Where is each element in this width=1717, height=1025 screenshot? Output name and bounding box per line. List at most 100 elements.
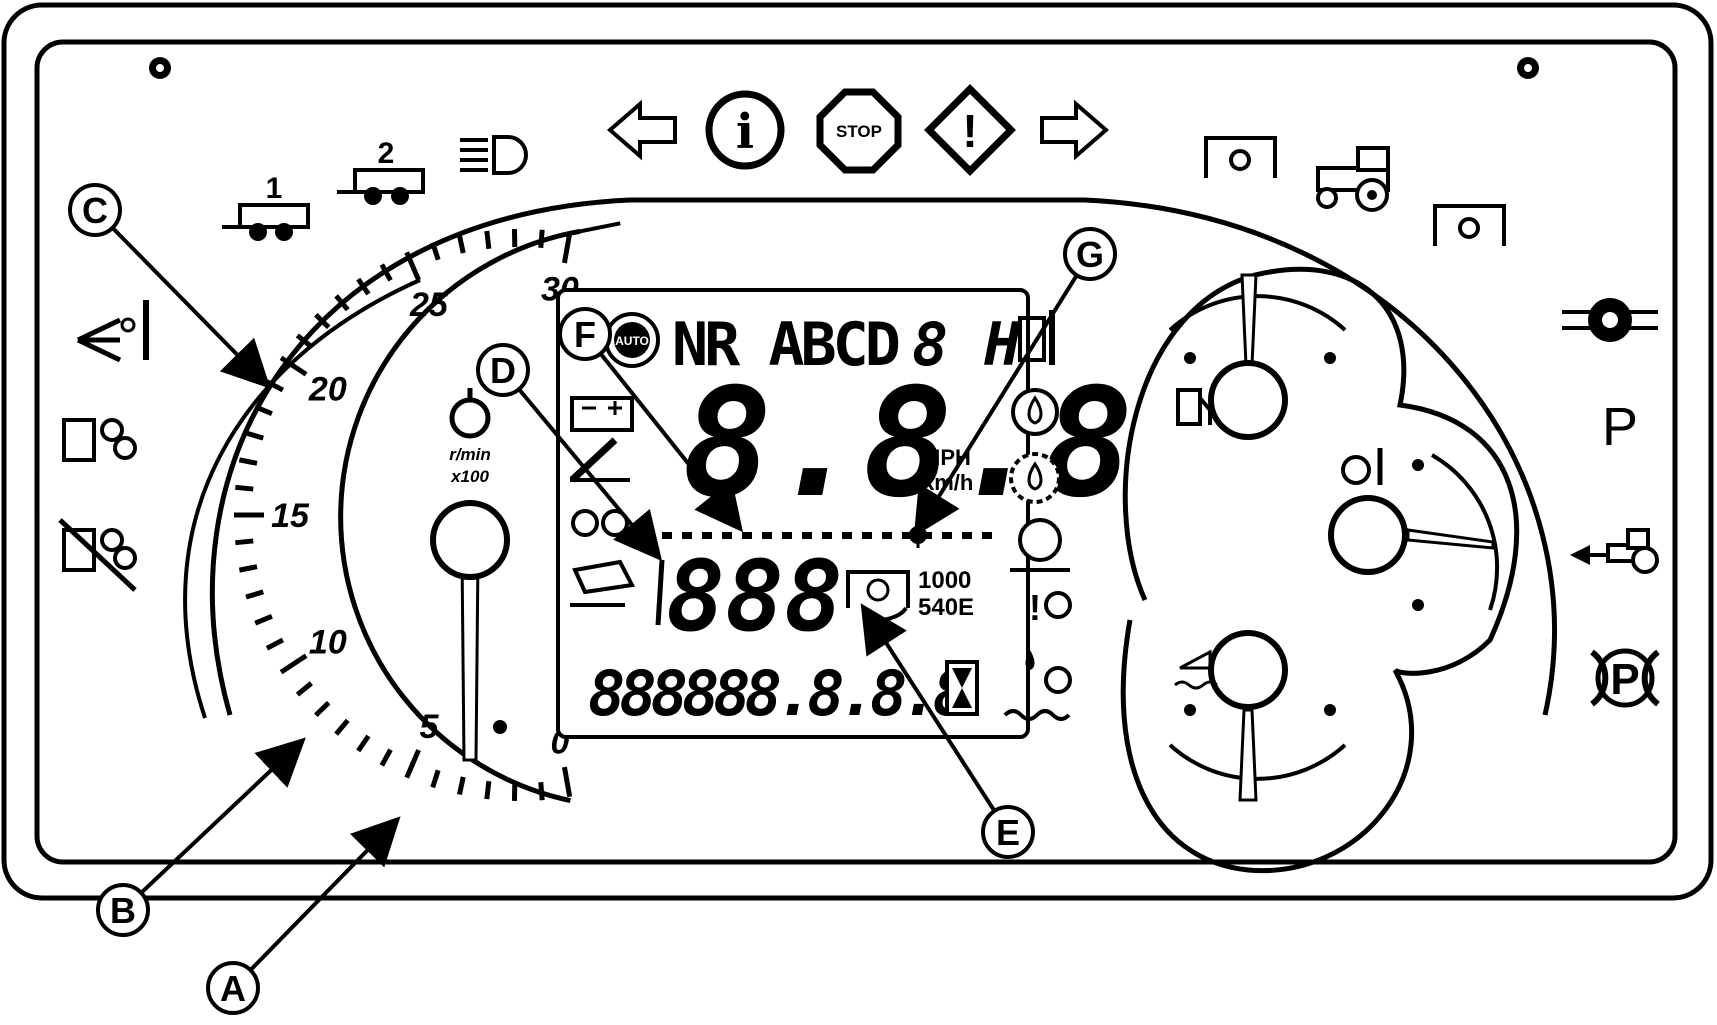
lcd-segment-dot: [782, 532, 792, 539]
fuel-icon: [1176, 388, 1212, 426]
lcd-segment-dot: [762, 532, 772, 539]
warning-label: !: [962, 105, 977, 157]
tach-tick: [379, 748, 393, 767]
callout-circle: [981, 805, 1035, 859]
tach-tick: [279, 653, 308, 675]
lcd-segment-dot: [802, 532, 812, 539]
tach-tick: [254, 614, 273, 626]
tach-tick: [334, 294, 350, 312]
callout-circle: [68, 183, 122, 237]
callout-circle: [1063, 227, 1117, 281]
tractor-implement-icon: [1570, 528, 1659, 574]
callout-label-f: F: [574, 314, 596, 355]
tach-tick: [538, 782, 545, 801]
tach-tick: [457, 776, 466, 796]
callout-label-g: G: [1076, 234, 1104, 275]
tach-scale-label: 25: [409, 286, 449, 324]
callout-circle: [476, 343, 530, 397]
tach-tick: [238, 564, 258, 573]
water-in-fuel-icon: [1003, 650, 1072, 721]
coolant-temp-gauge: [1328, 453, 1500, 611]
tach-pivot-dot: [493, 720, 507, 734]
tach-tick: [457, 234, 466, 254]
air-filter-icon: [1010, 518, 1070, 572]
warning-icon: !: [924, 84, 1016, 176]
tach-tick: [334, 718, 350, 736]
lcd-segment-dot: [822, 532, 832, 539]
coolant-temp-icon: [1341, 448, 1383, 485]
tach-tick: [538, 229, 545, 248]
callout-label-d: D: [490, 350, 516, 391]
tach-tick: [430, 241, 441, 261]
tach-tick: [314, 700, 331, 718]
right-turn-icon: [1040, 99, 1110, 161]
callout-leader: [913, 275, 1078, 537]
trailer-1-label: 1: [266, 172, 283, 205]
engine-speed-icon: [449, 388, 491, 439]
screw-left-icon: [149, 57, 171, 79]
tach-tick: [279, 355, 308, 377]
callout-leader: [249, 816, 401, 971]
lcd-range-digits: 8 H: [912, 310, 1021, 380]
lcd-gear-text: NR ABCD: [672, 310, 899, 380]
tach-tick: [404, 749, 421, 779]
tractor-icon: [1316, 146, 1390, 212]
tach-tick: [295, 681, 313, 697]
battery-icon: [570, 396, 634, 432]
callout-leader: [599, 353, 743, 533]
lcd-bottom-digits: 888888.8.8.8: [588, 657, 968, 730]
tach-unit-1: r/min: [449, 445, 491, 464]
lcd-segment-dot: [702, 532, 712, 539]
tach-scale-label: 10: [309, 623, 347, 661]
parking-icon: P: [1602, 397, 1638, 457]
tach-tick: [254, 404, 273, 416]
tach-tick: [245, 430, 264, 441]
park-brake-label: P: [1610, 655, 1639, 704]
tach-tick: [356, 734, 371, 753]
tach-tick: [295, 333, 313, 349]
lcd-segment-dot: [682, 532, 692, 539]
transmission-oil-icon: [1009, 452, 1061, 504]
callout-label-e: E: [996, 812, 1020, 853]
lcd-segment-dot: [902, 532, 912, 539]
hydraulic-temp-icon: [76, 300, 149, 363]
lcd-segment-dot: [882, 532, 892, 539]
tach-tick: [265, 637, 285, 651]
svg-text:!: !: [1029, 587, 1041, 628]
callout-circle: [206, 961, 260, 1015]
tach-scale-label: 20: [308, 371, 347, 409]
tach-tick: [561, 232, 573, 264]
tach-tick: [314, 312, 331, 330]
tach-tick: [430, 769, 441, 789]
lcd-segment-dot: [942, 532, 952, 539]
tach-tick: [404, 251, 421, 281]
park-brake-icon: P: [1590, 648, 1660, 708]
screw-right-icon: [1517, 57, 1539, 79]
callout-label-c: C: [82, 190, 108, 231]
diff-lock-icon: [1562, 298, 1658, 342]
tach-tick: [245, 589, 264, 600]
headlight-icon: [460, 135, 528, 175]
tach-outer-arc: [183, 278, 421, 719]
callout-circle: [558, 307, 612, 361]
callout-leader: [518, 388, 663, 562]
tach-scale-label: 15: [271, 497, 310, 535]
right-gauges-outline: [1120, 266, 1520, 874]
tach-unit-2: x100: [450, 467, 489, 486]
lcd-display: [556, 288, 1030, 739]
tach-tick: [356, 277, 371, 296]
callout-label-a: A: [220, 968, 246, 1009]
info-icon: i: [705, 90, 785, 170]
hourglass-icon: [945, 660, 979, 716]
lcd-segment-dot: [962, 532, 972, 539]
auto-badge: AUTO: [615, 334, 649, 348]
tach-tick: [379, 263, 393, 282]
lcd-segment-dot: [742, 532, 752, 539]
fuel-gauge: [1168, 273, 1347, 440]
lcd-segment-dot: [722, 532, 732, 539]
auto-gear-icon: AUTO: [604, 312, 660, 368]
tach-scale-label: 5: [419, 708, 439, 746]
stop-icon: STOP: [816, 88, 902, 174]
trailer-1-icon: 1: [222, 172, 310, 241]
